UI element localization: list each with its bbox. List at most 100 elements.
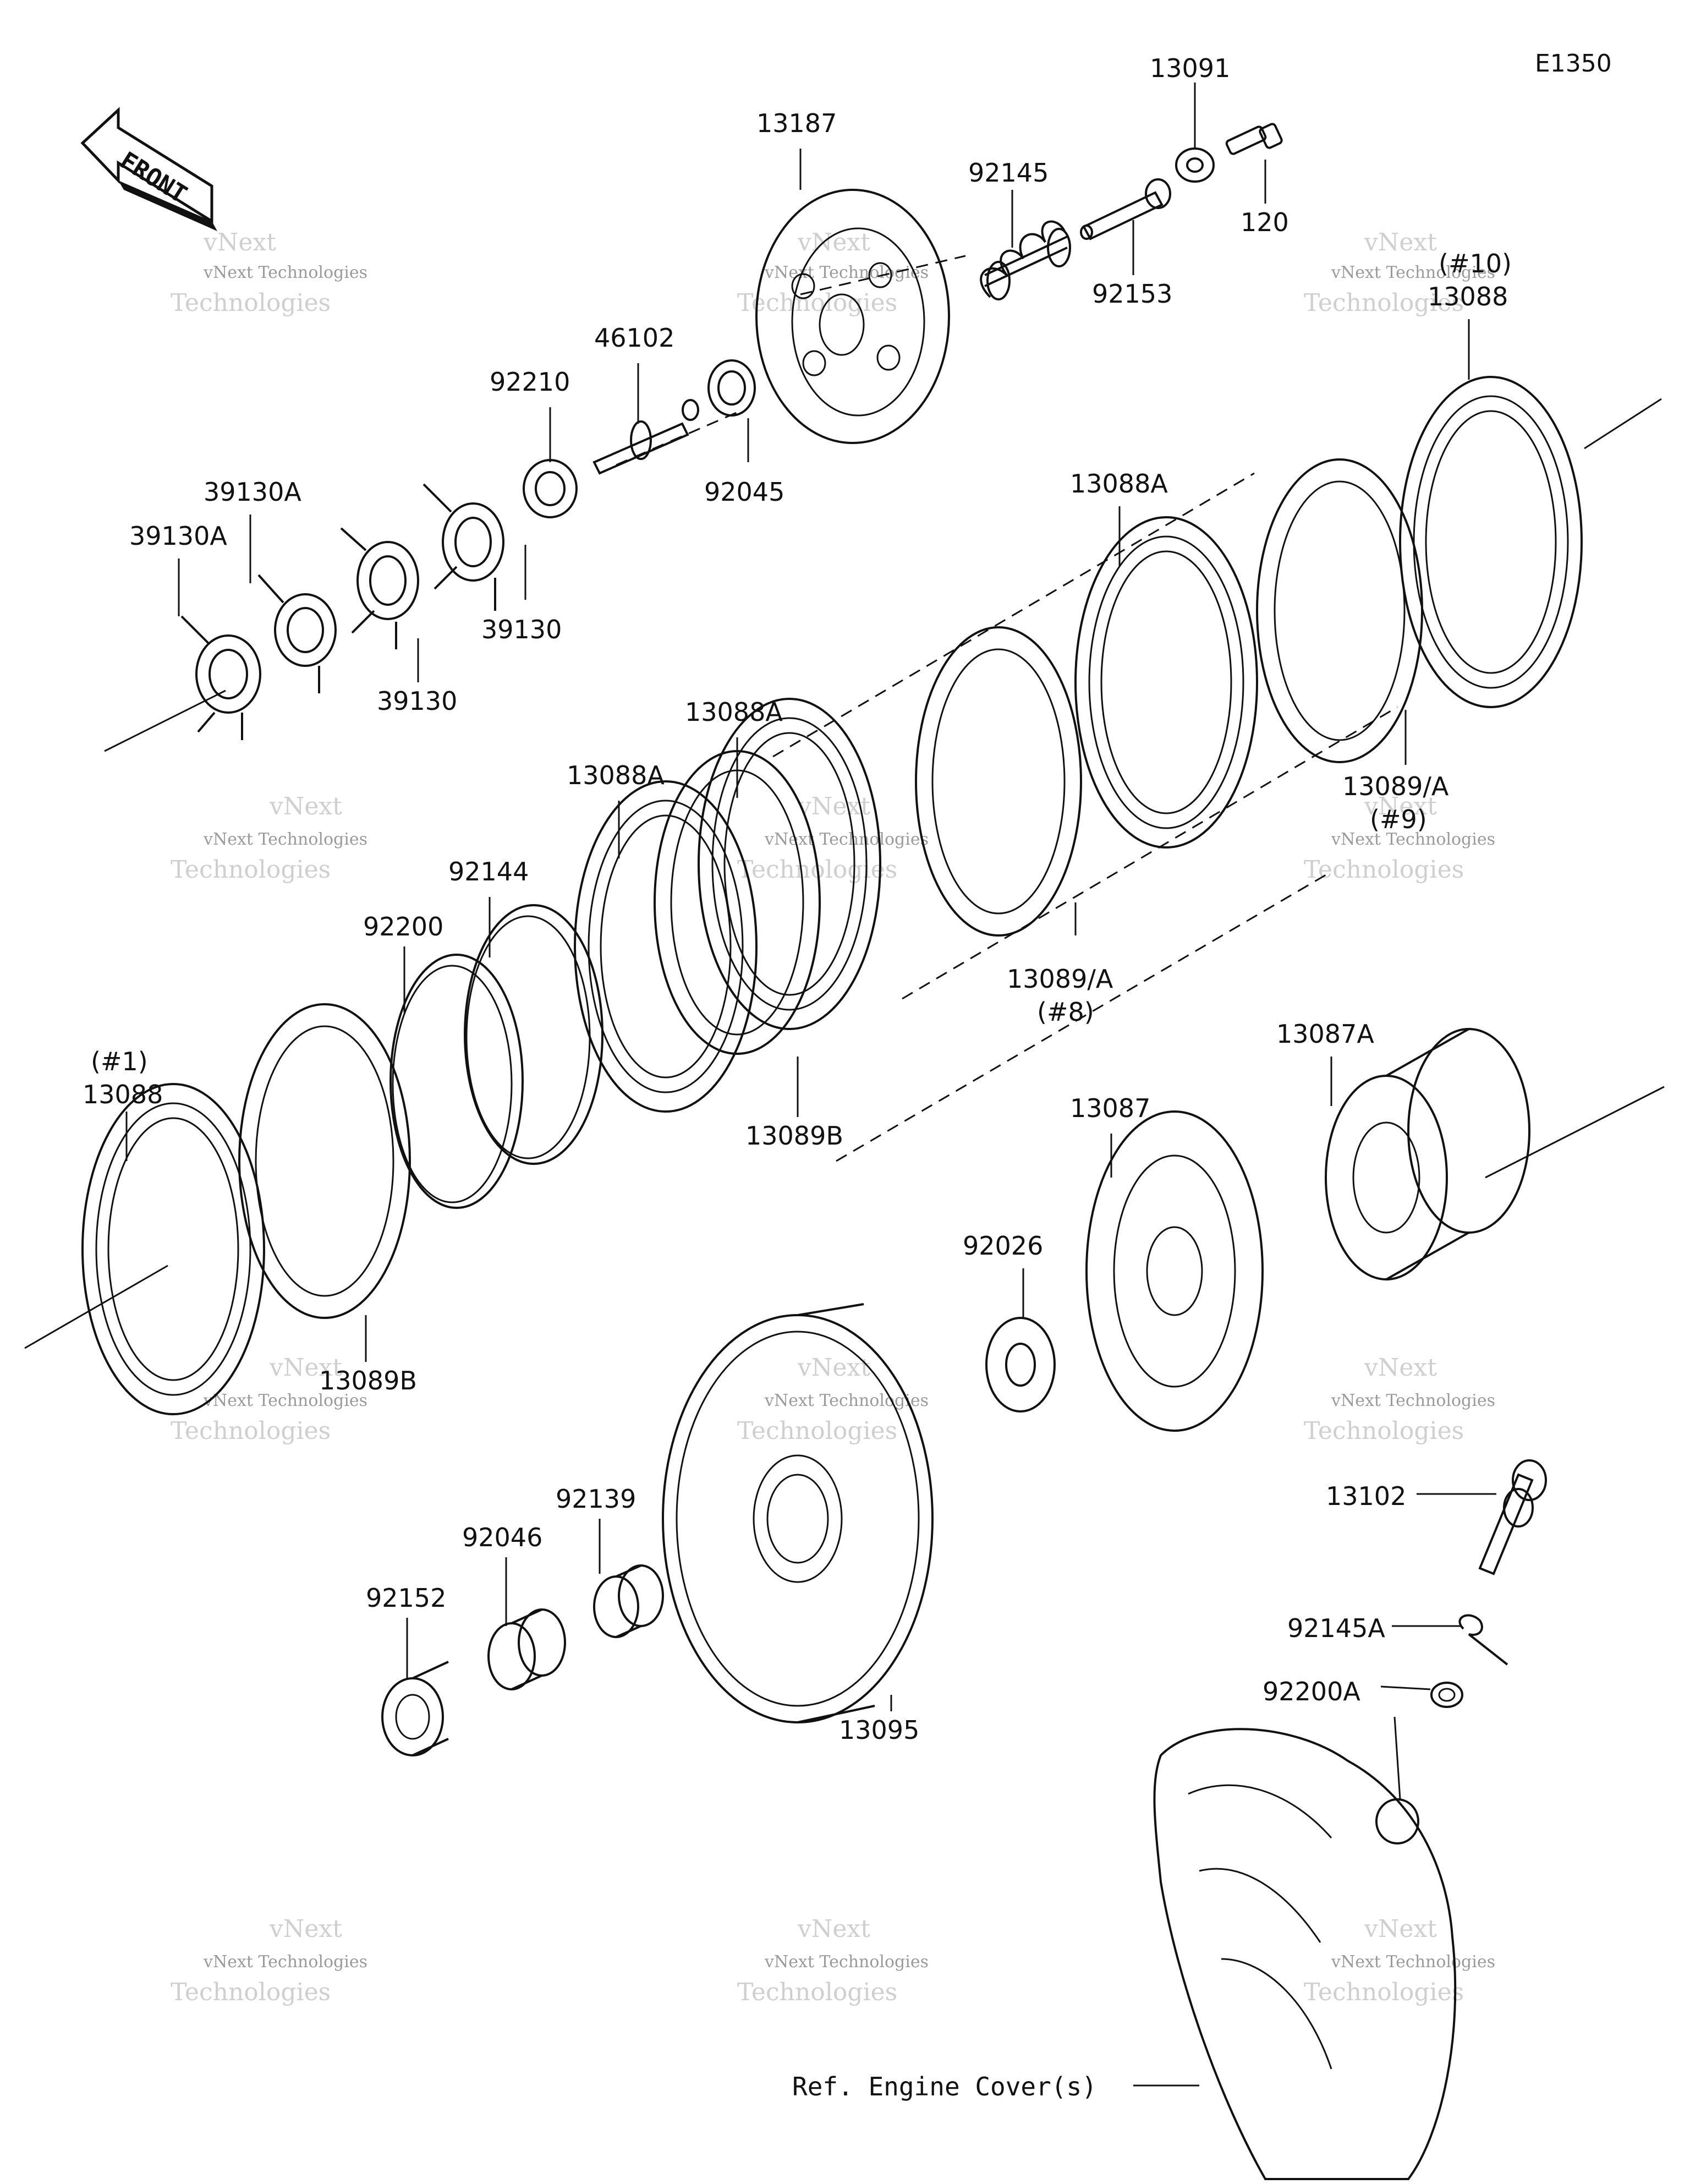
callout-label[interactable]: 13187 [756,108,837,138]
watermark-text: Technologies [1304,856,1464,884]
part-39130-washer-right[interactable] [422,483,504,611]
part-46102-rod[interactable] [592,399,699,475]
part-92200A-washer[interactable] [1430,1682,1463,1708]
part-13091-nut[interactable] [1175,147,1215,183]
watermark-text: vNext [797,228,870,256]
callout-label[interactable]: 13088 [1428,282,1508,311]
watermark-text: vNext [1364,228,1437,256]
part-13089B-steel-plate-left[interactable] [238,1003,411,1319]
part-92210-seal[interactable] [523,459,578,518]
callout-label[interactable]: 13088A [1070,469,1168,499]
callout-label[interactable]: 13091 [1150,53,1230,83]
watermark-text: Technologies [171,1417,331,1445]
part-120-bolt[interactable] [1225,123,1283,155]
callout-label[interactable]: 13088A [567,760,665,790]
callout-label[interactable]: 13089B [319,1366,417,1395]
callout-label[interactable]: 13089/A [1342,771,1449,801]
watermark-text: vNext Technologies [764,1952,929,1972]
watermark-group: vNext vNext Technologies Technologies vN… [171,228,1495,2006]
watermark-text: vNext [203,228,276,256]
watermark-text: vNext [1364,1354,1437,1382]
callout-label[interactable]: 13089/A [1007,964,1113,994]
callout-label[interactable]: 92152 [366,1583,446,1613]
callout-label[interactable]: 92200A [1263,1677,1360,1706]
reference-label[interactable]: Ref. Engine Cover(s) [792,2072,1097,2101]
callout-note: (#8) [1037,997,1094,1027]
callout-label[interactable]: 92145A [1287,1613,1385,1643]
watermark-text: vNext Technologies [764,830,929,849]
watermark-text: vNext Technologies [203,1952,367,1972]
watermark-text: vNext [269,1915,342,1943]
engine-cover-reference [1153,1728,1457,2180]
callout-note: (#10) [1439,249,1512,278]
watermark-text: vNext [1364,1915,1437,1943]
callout-label[interactable]: 13087A [1276,1019,1374,1049]
callout-label[interactable]: 92153 [1092,279,1172,309]
callout-label[interactable]: 92145 [968,158,1049,188]
callout-label[interactable]: 92144 [448,857,529,886]
part-39130A-washer-left[interactable] [180,615,261,740]
watermark-text: Technologies [171,289,331,317]
watermark-text: vNext [269,1354,342,1382]
callout-label[interactable]: 46102 [594,323,674,353]
watermark-text: vNext [797,1915,870,1943]
watermark-text: vNext Technologies [1331,1952,1495,1972]
part-92200-ring[interactable] [389,954,524,1209]
part-92152-collar[interactable] [381,1661,449,1756]
watermark-text: Technologies [1304,1417,1464,1445]
part-92045-bearing[interactable] [707,359,756,417]
part-39130-washer-mid[interactable] [340,527,419,649]
watermark-text: Technologies [737,1417,897,1445]
part-13087A-clutch-hub[interactable] [1325,1028,1530,1280]
part-13088-1-friction-plate[interactable] [81,1083,265,1415]
callout-label[interactable]: 92210 [490,367,570,397]
watermark-text: vNext Technologies [1331,1391,1495,1410]
watermark-text: vNext [269,792,342,820]
part-92046-needle-bearing[interactable] [487,1608,566,1690]
part-92145-spring[interactable] [980,220,1071,300]
part-92139-sleeve[interactable] [593,1564,664,1638]
part-13089A-9-steel-plate[interactable] [1256,458,1423,763]
callout-label[interactable]: 120 [1241,207,1289,237]
callout-label[interactable]: 92026 [963,1231,1043,1261]
part-13087-hub-disc[interactable] [1085,1110,1264,1432]
callout-label[interactable]: 13095 [839,1715,919,1745]
callout-label[interactable]: 13102 [1326,1481,1406,1511]
part-13187-pressure-plate[interactable] [755,189,950,444]
part-13102-release-shaft[interactable] [1478,1459,1547,1575]
callout-label[interactable]: 13089B [745,1121,843,1151]
part-13089A-8-steel-plate[interactable] [915,626,1082,937]
part-13088A-friction-plate-mid[interactable] [698,698,881,1030]
part-13088A-friction-plate-left[interactable] [574,780,758,1113]
callout-label[interactable]: 13088 [83,1080,163,1109]
part-13088-10-friction-plate[interactable] [1399,376,1583,708]
callout-label[interactable]: 39130 [377,686,457,716]
callout-label[interactable]: 92200 [363,912,443,942]
diagram-code: E1350 [1535,50,1612,78]
callout-label[interactable]: 92045 [704,477,784,507]
callout-label[interactable]: 92139 [556,1484,636,1514]
part-13095-clutch-housing[interactable] [662,1303,934,1723]
callout-label[interactable]: 13087 [1070,1093,1150,1123]
part-92145A-spring[interactable] [1458,1614,1508,1666]
callout-labels: 13091 120 13187 92145 92153 46102 92210 … [83,53,1512,2101]
callout-label[interactable]: 39130 [481,615,562,644]
part-39130A-washer-top[interactable] [257,574,337,693]
part-13088A-friction-plate-top[interactable] [1074,516,1258,849]
part-92153-pin[interactable] [1080,178,1171,240]
callout-note: (#9) [1370,804,1427,834]
callout-label[interactable]: 39130A [204,477,301,507]
leader-lines [125,83,1496,2087]
callout-label[interactable]: 13088A [685,697,783,727]
callout-label[interactable]: 92046 [462,1523,542,1552]
watermark-text: Technologies [737,1978,897,2006]
callout-label[interactable]: 39130A [129,521,227,551]
watermark-text: Technologies [171,1978,331,2006]
watermark-text: Technologies [1304,289,1464,317]
part-92026-washer[interactable] [985,1317,1056,1413]
watermark-text: vNext [1364,792,1437,820]
watermark-text: vNext Technologies [203,830,367,849]
watermark-text: vNext Technologies [764,263,929,282]
part-92144-ring[interactable] [464,904,603,1165]
